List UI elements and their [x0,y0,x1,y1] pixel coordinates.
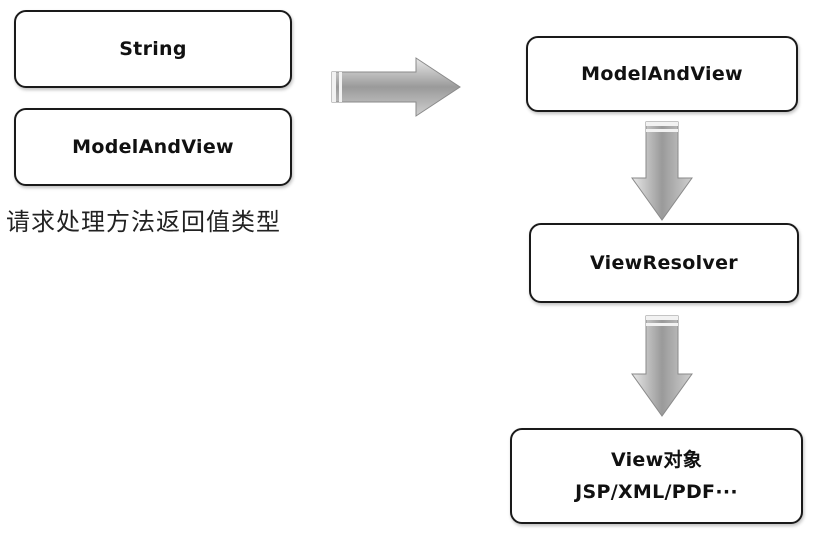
right-arrow-icon [331,57,461,117]
down-arrow-icon [631,315,693,417]
view-object-box: View对象 JSP/XML/PDF··· [510,428,803,524]
viewresolver-label: ViewResolver [590,252,738,274]
return-type-caption: 请求处理方法返回值类型 [6,208,281,236]
view-formats-label: JSP/XML/PDF··· [575,481,738,503]
string-return-type-box: String [14,10,292,88]
modelandview-return-type-box: ModelAndView [14,108,292,186]
viewresolver-box: ViewResolver [529,223,799,303]
modelandview-left-label: ModelAndView [72,136,234,158]
string-label: String [119,38,187,60]
modelandview-box: ModelAndView [526,36,798,112]
down-arrow-icon [631,121,693,221]
view-object-label: View对象 [610,449,703,471]
modelandview-label: ModelAndView [581,63,743,85]
